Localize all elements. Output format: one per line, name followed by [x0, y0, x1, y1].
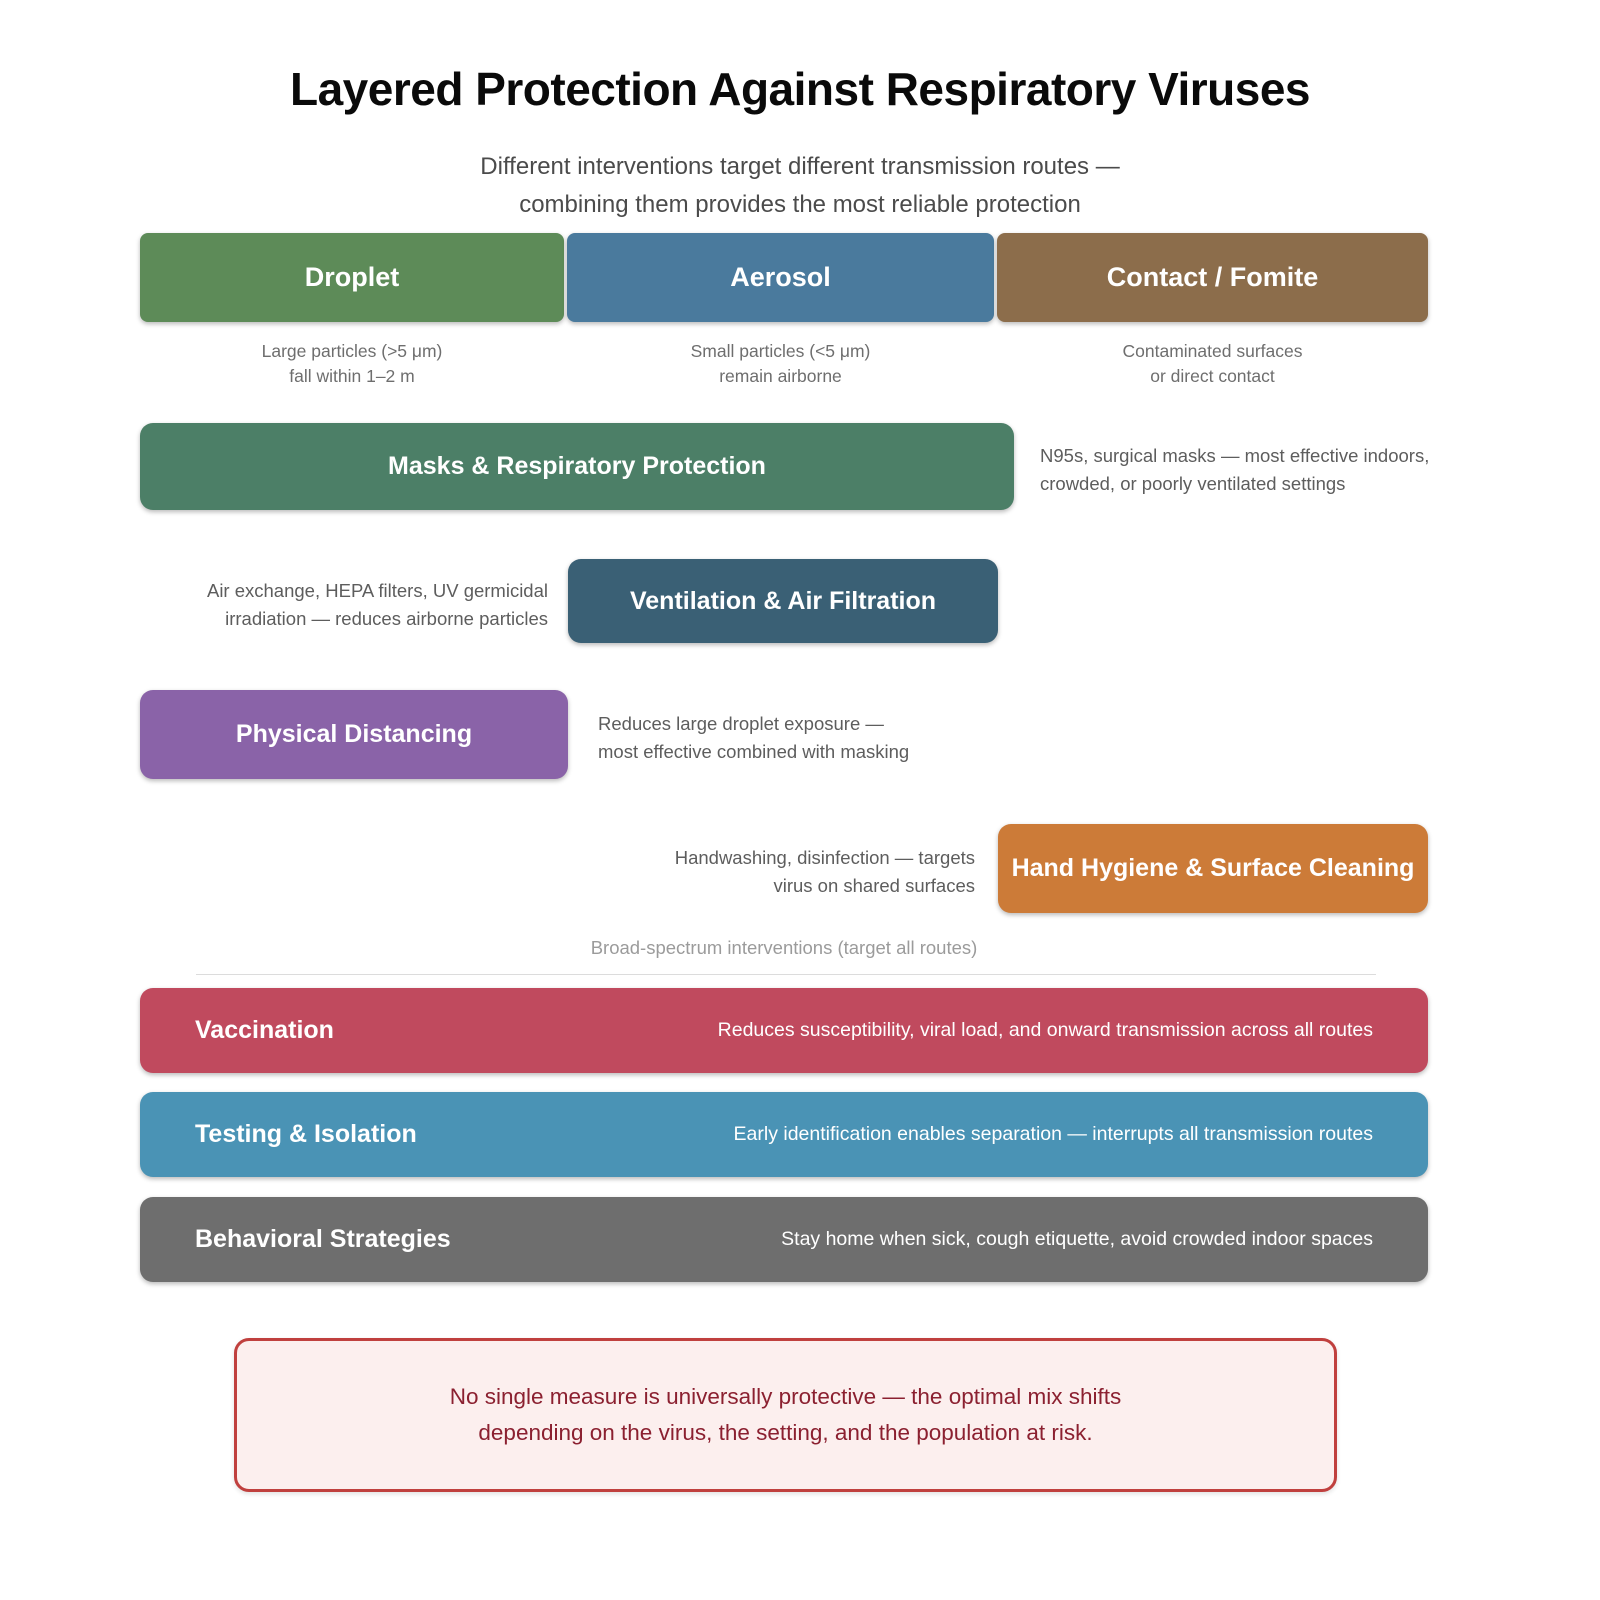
conclusion-text: No single measure is universally protect…	[449, 1384, 1122, 1445]
route-description-droplet: Large particles (>5 μm) fall within 1–2 …	[261, 341, 443, 386]
layer-label: Testing & Isolation	[195, 1120, 417, 1148]
route-label: Droplet	[304, 262, 400, 292]
intervention-label: Masks & Respiratory Protection	[388, 452, 766, 480]
layer-label: Vaccination	[195, 1016, 334, 1044]
layer-description: Early identification enables separation …	[733, 1123, 1373, 1145]
layer-description: Stay home when sick, cough etiquette, av…	[781, 1228, 1373, 1250]
intervention-label: Ventilation & Air Filtration	[629, 586, 937, 615]
intervention-bar-masks: Masks & Respiratory Protection	[140, 423, 1014, 510]
route-description-contact-fomite: Contaminated surfaces or direct contact	[1122, 341, 1303, 386]
layer-bar-vaccination: Vaccination Reduces susceptibility, vira…	[140, 988, 1428, 1073]
layer-bar-behavioral-strategies: Behavioral Strategies Stay home when sic…	[140, 1197, 1428, 1282]
layer-label: Behavioral Strategies	[195, 1225, 451, 1253]
route-description-aerosol: Small particles (<5 μm) remain airborne	[690, 341, 871, 386]
page-title: Layered Protection Against Respiratory V…	[289, 63, 1311, 115]
layer-description: Reduces susceptibility, viral load, and …	[717, 1019, 1373, 1041]
layer-bar-testing-isolation: Testing & Isolation Early identification…	[140, 1092, 1428, 1177]
broad-section-label: Broad-spectrum interventions (target all…	[590, 937, 978, 958]
intervention-bar-physical-distancing: Physical Distancing	[140, 690, 568, 779]
intervention-label: Hand Hygiene & Surface Cleaning	[1011, 854, 1415, 882]
intervention-bar-hand-hygiene: Hand Hygiene & Surface Cleaning	[998, 824, 1428, 913]
intervention-note-hand-hygiene: Handwashing, disinfection — targets viru…	[674, 847, 975, 896]
route-header-aerosol: Aerosol	[567, 233, 994, 322]
conclusion-box: No single measure is universally protect…	[234, 1338, 1337, 1492]
route-label: Contact / Fomite	[1106, 262, 1319, 292]
intervention-note-physical-distancing: Reduces large droplet exposure — most ef…	[598, 713, 910, 762]
intervention-note-ventilation: Air exchange, HEPA filters, UV germicida…	[206, 580, 548, 629]
route-label: Aerosol	[730, 262, 831, 292]
intervention-note-masks: N95s, surgical masks — most effective in…	[1040, 445, 1430, 494]
intervention-bar-ventilation: Ventilation & Air Filtration	[568, 559, 998, 643]
section-divider	[196, 974, 1376, 975]
route-header-droplet: Droplet	[140, 233, 564, 322]
page-subtitle: Different interventions target different…	[480, 153, 1120, 218]
intervention-label: Physical Distancing	[235, 720, 473, 748]
route-header-contact-fomite: Contact / Fomite	[997, 233, 1428, 322]
